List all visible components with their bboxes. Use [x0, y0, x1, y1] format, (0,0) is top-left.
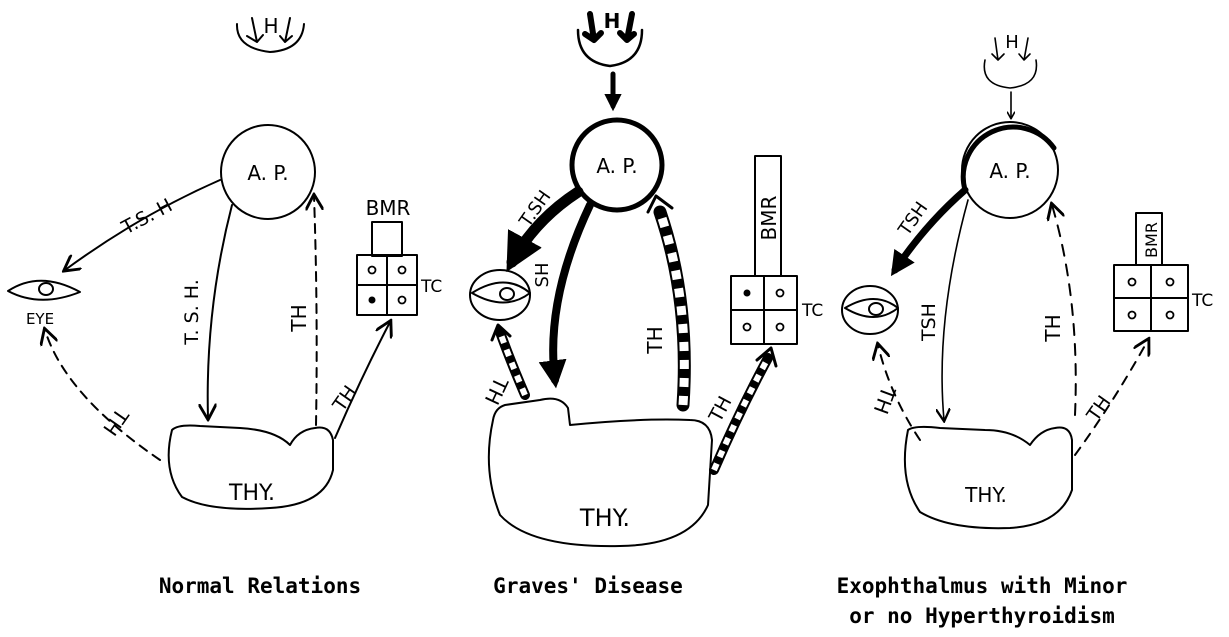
hypothalamus-symbol: H [578, 9, 642, 66]
anterior-pituitary-label: A. P. [247, 161, 288, 185]
thyroid-label: THY. [964, 483, 1007, 507]
th-to-eye-label: TH [480, 373, 514, 409]
hypothalamus-label: H [1005, 32, 1019, 53]
tsh-to-eye-label: T.S. H [117, 194, 176, 239]
th-to-ap-label: TH [287, 304, 311, 332]
tsh-to-thyroid-label: SH [532, 263, 553, 288]
caption-exophthalmus-line1: Exophthalmus with Minor [837, 574, 1128, 598]
hypothalamus-label: H [263, 14, 278, 38]
caption-normal: Normal Relations [159, 574, 361, 598]
eye-label: EYE [26, 310, 54, 328]
bmr-label: BMR [366, 196, 411, 220]
th-to-eye-label: TH [98, 403, 134, 440]
bmr-label: BMR [757, 195, 781, 240]
hypothalamus-label: H [604, 9, 621, 33]
th-to-tc-label: TH [328, 382, 361, 417]
tsh-to-thyroid-arrow [553, 205, 590, 380]
th-to-ap-label: TH [1041, 314, 1065, 342]
tsh-to-thyroid-arrow [208, 205, 232, 418]
th-to-eye-label: TH [869, 383, 901, 418]
tc-label: TC [420, 277, 442, 297]
thyroid-label: THY. [579, 504, 630, 532]
caption-exophthalmus-line2: or no Hyperthyroidism [849, 604, 1115, 628]
th-to-ap-arrow [314, 196, 317, 425]
tissue-cells-grid [731, 276, 797, 344]
th-to-tc-label: TH [1082, 392, 1115, 427]
bmr-label: BMR [1142, 222, 1161, 258]
panel-exophthalmus: H A. P. THY. TSH TSH TH TH TH BMR [837, 32, 1214, 628]
th-to-ap-arrow [1052, 205, 1076, 415]
tc-label: TC [1191, 291, 1213, 311]
th-to-ap-label: TH [643, 326, 667, 354]
bmr-bar [372, 222, 402, 256]
anterior-pituitary-label: A. P. [989, 159, 1030, 183]
tsh-to-thyroid-label: TSH [918, 303, 940, 342]
panel-normal: H A. P. THY. EYE T.S. H T. S. H. TH TH T… [8, 14, 442, 598]
anterior-pituitary-label: A. P. [596, 154, 637, 178]
th-to-tc-arrow [1075, 340, 1148, 455]
caption-graves: Graves' Disease [493, 574, 683, 598]
panel-graves: H A. P. THY. T.SH SH TH TH TH [470, 9, 823, 598]
tsh-to-thyroid-label: T. S. H. [181, 279, 203, 346]
tissue-cells-grid [1114, 265, 1188, 331]
thyroid-outline [905, 427, 1072, 528]
tsh-to-thyroid-arrow [942, 200, 968, 420]
th-to-tc-arrow [335, 322, 390, 438]
thyroid-label: THY. [228, 481, 275, 506]
th-to-eye-arrow [45, 330, 160, 460]
tsh-to-eye-label: TSH [894, 198, 932, 240]
tc-label: TC [801, 301, 823, 321]
hypothalamus-symbol: H [237, 14, 304, 52]
tissue-cells-grid [357, 255, 417, 315]
hypothalamus-symbol: H [984, 32, 1036, 88]
